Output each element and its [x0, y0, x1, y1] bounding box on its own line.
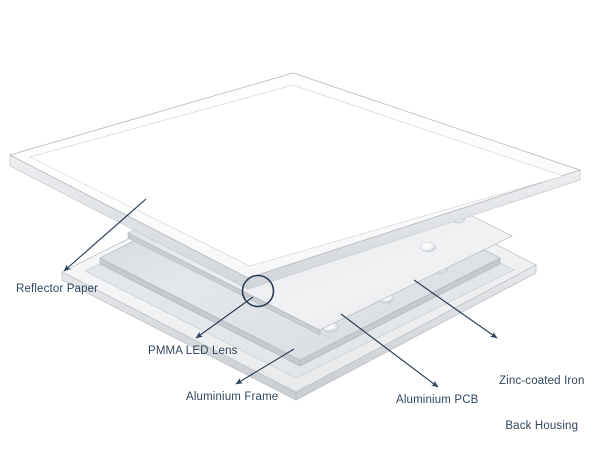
callout-label-reflector-paper: Reflector Paper — [16, 283, 99, 295]
callout-label-back-housing-line1: Zinc-coated Iron — [499, 375, 585, 387]
layer-diffuser-and-frame — [8, 72, 582, 290]
callout-label-aluminium-pcb: Aluminium PCB — [396, 394, 479, 406]
diffuser-inner-panel — [29, 84, 565, 267]
leader-back-housing — [413, 279, 498, 339]
led-lens — [419, 241, 437, 253]
callout-label-aluminium-frame: Aluminium Frame — [186, 391, 279, 403]
callout-label-pmma-led-lens: PMMA LED Lens — [148, 345, 238, 357]
leader-aluminium-pcb — [340, 313, 439, 388]
callout-label-back-housing-line2: Back Housing — [505, 420, 579, 432]
leader-pmma-led-lens — [195, 296, 254, 339]
leader-reflector-paper — [63, 198, 147, 272]
leader-aluminium-frame — [235, 348, 295, 385]
callout-leader-lines — [63, 198, 498, 388]
pmma-lens-highlight-circle — [241, 274, 275, 308]
callout-label-back-housing: Zinc-coated Iron Back Housing — [499, 344, 585, 450]
